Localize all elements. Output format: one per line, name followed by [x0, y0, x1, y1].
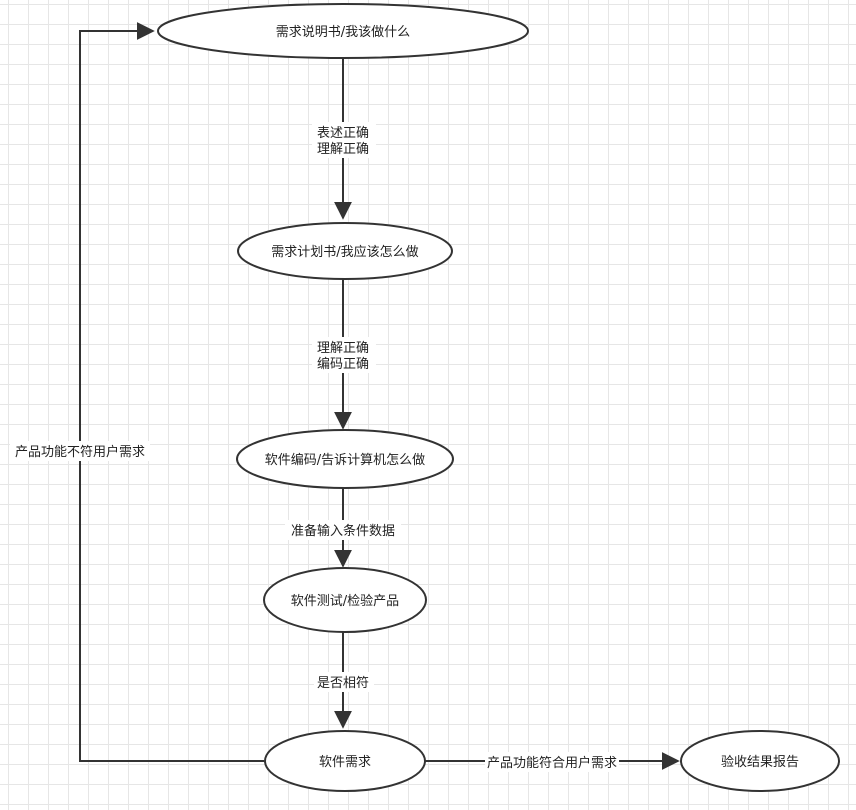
- node-code[interactable]: 软件编码/告诉计算机怎么做: [236, 429, 454, 489]
- edge-spec-plan-label-1: 表述正确: [317, 126, 369, 141]
- node-spec-label: 需求说明书/我该做什么: [276, 25, 410, 40]
- edge-code-test-label: 准备输入条件数据: [291, 523, 395, 539]
- node-test[interactable]: 软件测试/检验产品: [263, 567, 427, 633]
- node-plan-label: 需求计划书/我应该怎么做: [271, 244, 418, 260]
- node-report-label: 验收结果报告: [721, 754, 799, 770]
- edge-plan-code-label-2: 编码正确: [317, 357, 369, 372]
- node-plan[interactable]: 需求计划书/我应该怎么做: [237, 222, 453, 280]
- node-req-label: 软件需求: [319, 755, 371, 770]
- edge-plan-code-label-1: 理解正确: [317, 341, 369, 356]
- node-test-label: 软件测试/检验产品: [291, 593, 399, 609]
- edge-spec-plan-label-2: 理解正确: [317, 142, 369, 157]
- edge-test-req-label: 是否相符: [317, 675, 369, 691]
- edge-req-to-spec: [79, 22, 264, 762]
- node-report[interactable]: 验收结果报告: [680, 730, 840, 792]
- node-req[interactable]: 软件需求: [264, 730, 426, 792]
- node-spec[interactable]: 需求说明书/我该做什么: [157, 3, 529, 59]
- edge-req-spec-label: 产品功能不符用户需求: [15, 444, 145, 460]
- node-code-label: 软件编码/告诉计算机怎么做: [265, 453, 425, 468]
- edge-req-report-label: 产品功能符合用户需求: [487, 755, 617, 771]
